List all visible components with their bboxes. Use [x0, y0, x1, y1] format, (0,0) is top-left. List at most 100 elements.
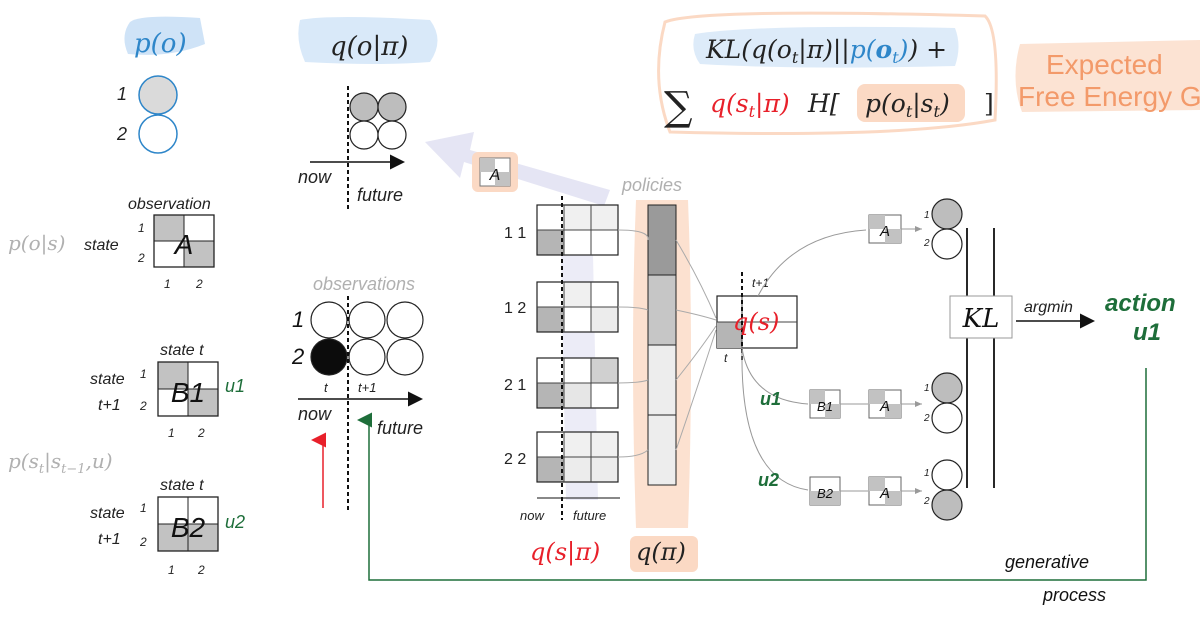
b1-letter: B1: [171, 377, 205, 408]
policies-qs-pi-label: q(s|π): [530, 538, 600, 567]
b2-row-axis-2: t+1: [98, 531, 121, 548]
belief-t1-label: t+1: [752, 276, 769, 290]
observations-future-label: future: [377, 418, 423, 438]
likelihood-col-axis: observation: [128, 196, 211, 213]
efe-kl-highlight: [693, 26, 959, 68]
branch-u2-tick-2: 2: [923, 496, 930, 507]
branch-u2-B2-chip: B2: [817, 486, 834, 501]
policy-row-label-12: 1 2: [504, 300, 526, 317]
observed-outcome: [310, 338, 348, 376]
prior-preference: p(o) 1 2: [116, 16, 205, 154]
policy-grid-11: 1 1: [504, 204, 619, 256]
observations-t-label: t: [324, 380, 329, 395]
transition-matrix-b2: state t state t+1 B2 u2 1 2 1 2: [90, 477, 245, 577]
branch-u1-A-chip: A: [879, 398, 890, 415]
branch-top-tick-2: 2: [923, 238, 930, 249]
b2-row-tick-1: 1: [140, 501, 147, 515]
likelihood-row-tick-2: 2: [137, 251, 145, 265]
efe-caption-highlight: [1015, 40, 1200, 112]
observations-panel: observations 1 2 t t+1 now future: [291, 274, 424, 510]
policies-future-label: future: [573, 508, 606, 523]
generative-process-label-1: generative: [1005, 552, 1089, 572]
b2-row-tick-2: 2: [139, 535, 147, 549]
generative-process-loop: generative process: [357, 368, 1147, 605]
observations-row-1: 1: [292, 307, 304, 332]
policies-now-label: now: [520, 508, 545, 523]
likelihood-cell-22: [184, 241, 214, 267]
efe-likelihood-term: p(ot|st): [865, 89, 950, 121]
efe-close-bracket: ]: [984, 89, 994, 118]
b2-letter: B2: [171, 512, 206, 543]
b2-col-tick-2: 2: [197, 563, 205, 577]
observations-row-2: 2: [291, 344, 304, 369]
policy-row-label-11: 1 1: [504, 225, 526, 242]
likelihood-cell-12: [184, 215, 214, 241]
efe-outline: [657, 11, 998, 135]
efe-caption-line-1: Expected: [1046, 49, 1163, 80]
predicted-circle-2a: [349, 120, 379, 150]
belief-label: q(s): [733, 308, 779, 336]
branch-u2-label: u2: [758, 470, 779, 490]
b1-row-axis-1: state: [90, 371, 125, 388]
efe-caption-line-2: Free Energy G: [1018, 81, 1200, 112]
generative-process-arrow: [357, 368, 1147, 581]
generative-process-label-2: process: [1042, 585, 1106, 605]
policies-q-pi-highlight: [630, 536, 698, 572]
b1-row-axis-2: t+1: [98, 397, 121, 414]
efe-likelihood-highlight: [857, 84, 965, 122]
likelihood-row-tick-1: 1: [138, 221, 145, 235]
expected-free-energy: KL(q(ot|π)||p(ot)) + ∑ q(st|π) H[ p(ot|s…: [657, 11, 1200, 135]
observations-now-label: now: [298, 404, 332, 424]
predicted-branches: A 1 2 u1 B1 A 1 2 u2 B2 A 1 2: [741, 198, 963, 521]
kl-box: [949, 295, 1013, 339]
predicted-observations: q(o|π) now future: [298, 17, 438, 210]
b1-row-tick-1: 1: [140, 367, 147, 381]
branch-top-A-chip: A: [879, 223, 890, 240]
transition-dist-label: p(st|st−1,u): [8, 449, 113, 477]
efe-sum-symbol: ∑: [664, 84, 693, 130]
b1-action-label: u1: [225, 376, 245, 396]
observations-title: observations: [313, 274, 415, 294]
likelihood-col-tick-1: 1: [164, 277, 171, 291]
policy-row-label-21: 2 1: [504, 377, 526, 394]
observations-t1-label: t+1: [358, 380, 376, 395]
predicted-circle-1a: [349, 92, 379, 122]
branch-u1-B1-chip: B1: [817, 399, 833, 414]
prior-row-1-label: 1: [117, 84, 127, 104]
predicted-title: q(o|π): [330, 32, 408, 62]
policies-title: policies: [621, 175, 682, 195]
likelihood-row-axis: state: [84, 237, 119, 254]
policy-A-chip: A: [489, 167, 501, 184]
likelihood-dist-label: p(o|s): [8, 231, 65, 256]
efe-line-1: KL(q(ot|π)||p(ot)) +: [705, 35, 947, 67]
predicted-circle-2b: [377, 120, 407, 150]
policy-grid-21: 2 1: [504, 357, 619, 409]
branch-u2-A-chip: A: [879, 485, 890, 502]
branch-top-tick-1: 1: [924, 210, 930, 221]
prior-row-2-label: 2: [116, 124, 127, 144]
b2-action-label: u2: [225, 512, 245, 532]
belief-t-label: t: [724, 351, 728, 365]
efe-H-term: H[: [807, 89, 840, 118]
kl-label: KL: [962, 304, 1000, 334]
predicted-future-label: future: [357, 185, 403, 205]
prior-title-highlight: [124, 16, 205, 55]
likelihood-matrix: p(o|s) state observation A 1 2 1 2: [8, 196, 215, 291]
policy-row-label-22: 2 2: [504, 451, 526, 468]
policies-panel: A policies 1 1 1 2 2 1: [472, 152, 698, 572]
b1-col-tick-2: 2: [197, 426, 205, 440]
argmin-label: argmin: [1024, 299, 1073, 316]
likelihood-col-tick-2: 2: [195, 277, 203, 291]
transition-matrix-b1: state t state t+1 B1 u1 1 2 1 2: [90, 342, 245, 440]
belief-state: t+1 t q(s): [716, 272, 798, 365]
branch-u1-label: u1: [760, 389, 781, 409]
action-label: action: [1105, 290, 1176, 317]
policy-now-highlight: [560, 205, 598, 500]
prior-title: p(o): [134, 29, 187, 59]
policy-grid-12: 1 2: [504, 281, 619, 333]
b1-col-axis: state t: [160, 342, 204, 359]
b2-col-axis: state t: [160, 477, 204, 494]
likelihood-letter: A: [173, 229, 194, 260]
prior-circle-1: [138, 75, 178, 115]
